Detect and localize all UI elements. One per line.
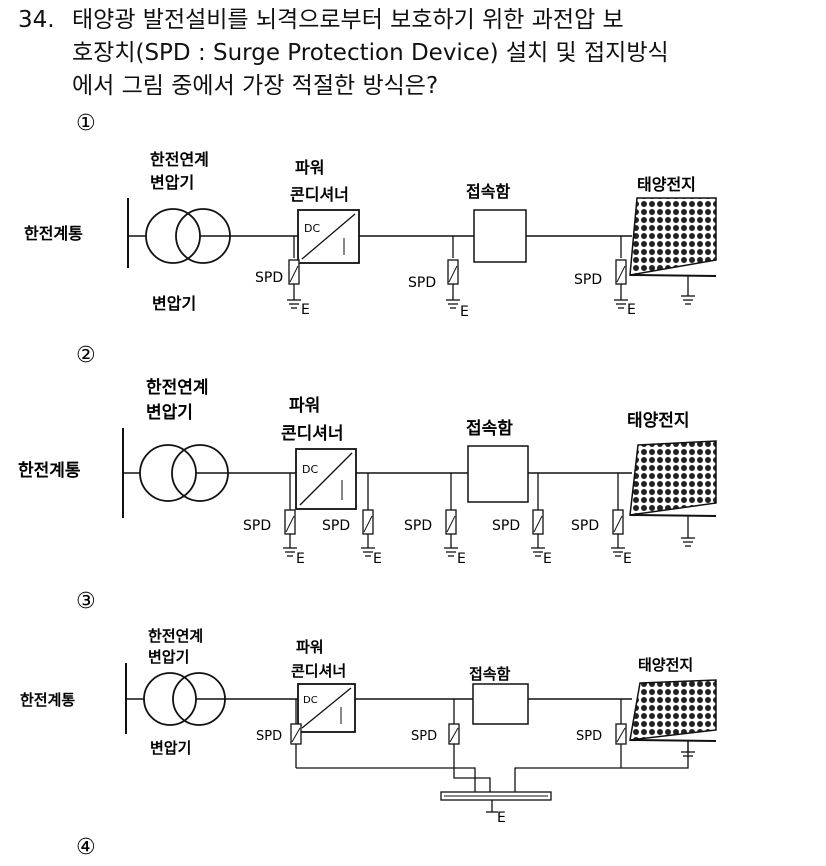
solar-ground [681,741,695,757]
option-3-diagram: ③ 한전계통 한전연계 변압기 변압기 파워 콘디셔너 DC 접속함 태양전지 [20,589,717,826]
svg-text:DC: DC [302,463,318,476]
junction-box-label: 접속함 [466,182,510,201]
svg-text:SPD: SPD [256,729,282,744]
svg-text:SPD: SPD [571,518,599,534]
solar-ground [681,516,695,547]
option-1-marker: ① [76,111,96,136]
pcs-label-1: 파워 [295,158,324,177]
bonding-conductors [296,741,689,792]
junction-box [472,683,529,725]
pcs-label-1: 파워 [289,396,320,416]
svg-text:E: E [543,551,552,567]
transformer-top-label-1: 한전연계 [148,627,203,645]
option-3-marker: ③ [76,589,96,614]
svg-text:SPD: SPD [574,272,602,288]
power-conditioner-box: DC [295,448,357,510]
transformer-top-label-1: 한전연계 [150,150,209,169]
transformer-top-label-2: 변압기 [146,402,193,423]
svg-text:E: E [301,302,310,318]
solar-panel [629,440,717,517]
option-4-marker: ④ [76,835,96,860]
question-line-2: 호장치(SPD : Surge Protection Device) 설치 및 … [72,40,669,66]
svg-text:SPD: SPD [243,518,271,534]
transformer-bottom-label: 변압기 [152,294,196,313]
pcs-label-2: 콘디셔너 [290,185,349,204]
power-conditioner-box: DC [297,683,356,733]
svg-text:E: E [460,304,469,320]
spd-5: SPD E [571,473,632,567]
option-2-marker: ② [76,343,96,368]
transformer-symbol [139,444,229,502]
transformer-symbol [143,672,226,726]
grid-label: 한전계통 [24,224,83,243]
spd-3: SPD E [404,473,466,567]
junction-box-label: 접속함 [466,418,513,439]
spd-3: SPD E [574,236,636,318]
solar-panel [629,197,717,277]
spd-1: SPD [256,699,302,768]
solar-cell-label: 태양전지 [638,656,693,674]
svg-text:SPD: SPD [492,518,520,534]
question-line-3: 에서 그림 중에서 가장 적절한 방식은? [72,73,439,99]
svg-text:E: E [623,551,632,567]
svg-text:SPD: SPD [322,518,350,534]
junction-box [473,209,527,263]
svg-text:E: E [457,551,466,567]
transformer-top-label-2: 변압기 [148,648,189,666]
svg-text:DC: DC [304,222,320,235]
question-line-1: 34.태양광 발전설비를 뇌격으로부터 보호하기 위한 과전압 보 [18,4,818,37]
grid-label: 한전계통 [20,691,75,709]
svg-text:DC: DC [303,695,318,706]
question-number: 34. [18,7,55,33]
svg-text:E: E [373,551,382,567]
option-2-diagram: ② 한전계통 한전연계 변압기 파워 콘디셔너 DC 접속함 태양전지 [18,343,717,567]
spd-3: SPD [576,699,627,768]
question-text: 34.태양광 발전설비를 뇌격으로부터 보호하기 위한 과전압 보 호장치(SP… [18,4,818,103]
power-conditioner-box: DC [297,209,360,264]
spd-4: SPD E [492,473,552,567]
junction-box [467,445,529,503]
grid-label: 한전계통 [18,461,81,481]
spd-1: SPD E [243,473,305,567]
junction-box-label: 접속함 [469,665,511,683]
solar-cell-label: 태양전지 [627,411,690,431]
transformer-top-label-1: 한전연계 [146,378,209,398]
solar-cell-label: 태양전지 [637,175,696,194]
solar-panel [629,679,717,742]
svg-text:E: E [497,810,506,826]
spd-2: SPD [411,699,460,768]
svg-text:SPD: SPD [576,729,602,744]
spd-2: SPD E [322,473,382,567]
svg-text:SPD: SPD [255,270,283,286]
svg-text:SPD: SPD [411,729,437,744]
solar-ground [681,276,695,305]
pcs-label-2: 콘디셔너 [291,662,346,680]
transformer-symbol [145,208,231,264]
transformer-bottom-label: 변압기 [150,739,191,757]
svg-text:SPD: SPD [408,275,436,291]
transformer-top-label-2: 변압기 [150,173,194,192]
svg-text:E: E [296,551,305,567]
pcs-label-2: 콘디셔너 [281,424,344,444]
pcs-label-1: 파워 [296,638,324,656]
svg-text:SPD: SPD [404,518,432,534]
option-1-diagram: ① 한전계통 한전연계 변압기 변압기 파워 콘디셔너 DC 접속함 태양전지 [24,111,717,320]
svg-text:E: E [627,302,636,318]
spd-1: SPD E [255,236,310,318]
ground-busbar: E [440,791,552,826]
spd-2: SPD E [408,236,469,320]
